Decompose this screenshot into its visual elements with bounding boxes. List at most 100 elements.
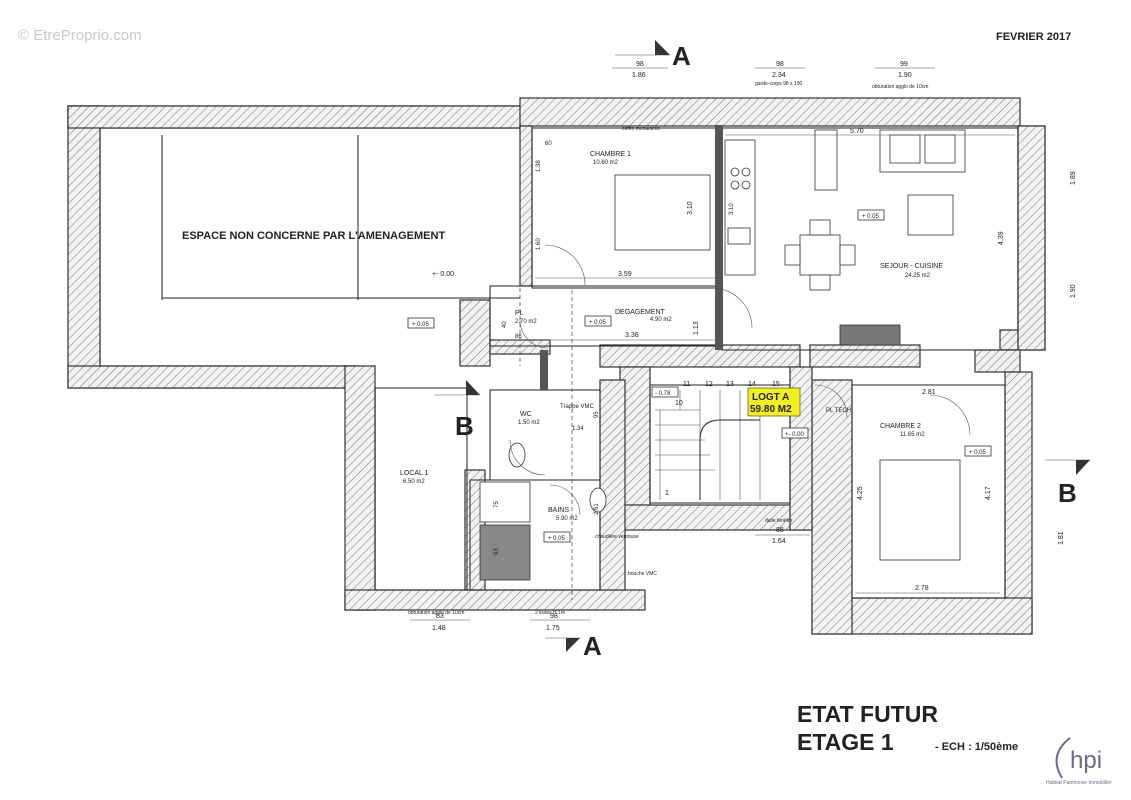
logement-area: 59.80 M2	[750, 404, 792, 415]
dim-degagement-w: 3.36	[625, 332, 639, 339]
dim-degagement-h: 1.13	[693, 321, 700, 335]
room-chambre2-area: 11.65 m2	[900, 432, 925, 438]
plan-date: FEVRIER 2017	[996, 31, 1071, 43]
dim-misc-2: 1.60	[536, 238, 542, 250]
logo-subtitle: Habitat Patrimoine Immobilier	[1046, 780, 1112, 786]
dim-bottom-left-2: 1.48	[432, 625, 446, 632]
room-wc-area: 1.50 m2	[518, 420, 540, 426]
dim-chambre2-h1: 4.25	[857, 486, 864, 500]
dim-top-right-1: 99	[900, 61, 908, 68]
dim-bottom-stair-1: 85	[776, 527, 784, 534]
dim-chambre1-w: 3.59	[618, 271, 632, 278]
room-labels: CHAMBRE 1 10.60 m2 SEJOUR - CUISINE 24.2…	[400, 151, 943, 522]
dim-chambre2-h2: 4.17	[985, 486, 992, 500]
dim-chambre2-top: 2.81	[922, 389, 936, 396]
dim-chambre1-h: 3.10	[687, 201, 694, 215]
dim-top-a-1: 98	[636, 61, 644, 68]
dimensions: 98 1.86 98 2.34 99 1.90 3.59 3.10 5.70 4…	[410, 61, 1077, 632]
room-chambre2-name: CHAMBRE 2	[880, 423, 921, 430]
note-obturation-top: obturation agglo de 10cm	[872, 84, 928, 90]
dim-right-2: 1.90	[1070, 284, 1077, 298]
hpi-logo-icon	[1055, 737, 1071, 779]
dim-bottom-a-2: 1.75	[546, 625, 560, 632]
room-pltech-name: PL TECH	[826, 408, 851, 414]
level-markers: + 0.05 + 0.05 + 0.05 + 0.05 + 0.05 - 0.7…	[407, 209, 992, 543]
excluded-zone-label: ESPACE NON CONCERNE PAR L'AMENAGEMENT	[182, 230, 445, 242]
room-local1-area: 6.50 m2	[403, 479, 425, 485]
section-marks: A A B B	[435, 40, 1090, 661]
section-a-bottom: A	[583, 631, 602, 661]
level-4: + 0.05	[969, 450, 987, 456]
section-b-left: B	[455, 411, 474, 441]
title-scale: - ECH : 1/50ème	[935, 741, 1018, 753]
excluded-zone-level: +- 0.00	[432, 271, 454, 278]
watermark: © EtreProprio.com	[18, 27, 142, 44]
dim-chambre2-w: 2.78	[915, 585, 929, 592]
dim-top-right-2: 1.90	[898, 72, 912, 79]
room-sejour-name: SEJOUR - CUISINE	[880, 263, 943, 270]
note-coffre: coffre menuiserie	[622, 126, 660, 132]
dim-misc-3: 60	[545, 141, 552, 147]
dim-misc-10: 93	[494, 548, 500, 555]
title-line2: ETAGE 1	[797, 729, 894, 755]
annotations: garde-corps 98 x 100 coffre menuiserie T…	[408, 81, 928, 616]
room-degagement-area: 4.90 m2	[650, 317, 672, 323]
section-b-right: B	[1058, 478, 1077, 508]
dim-sejour-h: 4.39	[998, 231, 1005, 245]
note-garde-corps: garde-corps 98 x 100	[755, 81, 802, 87]
note-obturation-bottom: obturation agglo de 10cm	[408, 610, 464, 616]
room-outlines	[161, 127, 1019, 600]
room-wc-name: WC	[520, 411, 532, 418]
note-trappe: Trappe VMC	[560, 404, 594, 410]
dim-bottom-left-1: 83	[436, 613, 444, 620]
dim-misc-8: 2.61	[594, 503, 600, 515]
room-local1-name: LOCAL 1	[400, 470, 429, 477]
logement-label: LOGT A 59.80 M2	[747, 387, 801, 417]
room-chambre1-name: CHAMBRE 1	[590, 151, 631, 158]
room-degagement-name: DEGAGEMENT	[615, 309, 666, 316]
dim-misc-6: 95	[594, 411, 600, 418]
stair-step-13: 13	[726, 381, 734, 388]
room-bains-name: BAINS	[548, 507, 569, 514]
logement-name: LOGT A	[752, 392, 789, 403]
stair-step-14: 14	[748, 381, 756, 388]
level-6: - 0.78	[655, 391, 671, 397]
room-chambre1-area: 10.60 m2	[593, 160, 619, 166]
level-3: + 0.05	[862, 214, 880, 220]
level-1: + 0.05	[412, 322, 430, 328]
level-7: +- 0.00	[785, 432, 805, 438]
note-chaudiere: chaudière ventouse	[595, 534, 639, 540]
room-pl-area: 2.70 m2	[515, 319, 537, 325]
title-line1: ETAT FUTUR	[797, 701, 938, 727]
furniture	[479, 125, 966, 581]
dim-misc-1: 1.38	[536, 160, 542, 172]
room-bains-area: 5.90 m2	[556, 516, 578, 522]
dim-top-a-2: 1.86	[632, 72, 646, 79]
level-5: + 0.05	[548, 536, 566, 542]
dim-misc-11: 3.10	[729, 203, 735, 215]
room-sejour-area: 24.25 m2	[905, 273, 931, 279]
room-pl-name: PL	[515, 310, 524, 317]
stair-step-15: 15	[772, 381, 780, 388]
dim-misc-7: 1.34	[572, 426, 584, 432]
dim-misc-9: 75	[494, 501, 500, 508]
dim-right-1: 1.89	[1070, 171, 1077, 185]
stair-step-1: 1	[665, 490, 669, 497]
note-bouche-vmc: bouche VMC	[628, 571, 657, 577]
dim-bottom-a-1: 98	[550, 613, 558, 620]
dim-right-3: 1.81	[1058, 531, 1065, 545]
stair-step-10: 10	[675, 400, 683, 407]
dim-misc-5: 40	[502, 321, 508, 328]
dim-sejour-w: 5.70	[850, 128, 864, 135]
title-block: ETAT FUTUR ETAGE 1 - ECH : 1/50ème hpi H…	[797, 701, 1112, 786]
exterior-walls	[67, 97, 1046, 635]
dim-top-mid-2: 2.34	[772, 72, 786, 79]
dim-misc-4: 86	[515, 334, 522, 340]
logo-text: hpi	[1070, 747, 1102, 774]
section-a-top: A	[672, 41, 691, 71]
level-2: + 0.05	[589, 320, 607, 326]
note-allege: 2 lisses H 1m	[535, 610, 565, 616]
dim-top-mid-1: 98	[776, 61, 784, 68]
stair-step-12: 12	[705, 381, 713, 388]
